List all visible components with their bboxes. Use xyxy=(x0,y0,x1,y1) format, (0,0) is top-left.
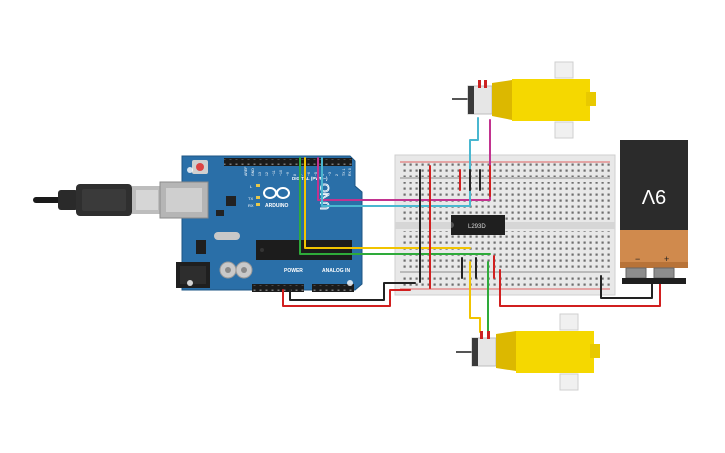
pin-label: ~9 xyxy=(286,172,290,176)
battery-label: 9V xyxy=(641,185,666,207)
battery-minus: − xyxy=(635,254,640,264)
analog-label: ANALOG IN xyxy=(322,268,350,274)
arduino-logo-text: ARDUINO xyxy=(265,203,288,209)
pin-label: 7 xyxy=(300,174,304,176)
arduino-logo: ARDUINO xyxy=(263,187,290,209)
pin-label: AREF xyxy=(244,167,248,176)
pin-label: 8 xyxy=(293,174,297,176)
power-label: POWER xyxy=(284,268,303,274)
ic-chip-icon[interactable]: L293D xyxy=(451,215,505,235)
breadboard-icon[interactable] xyxy=(394,154,616,296)
dc-motor-icon[interactable] xyxy=(456,313,600,391)
led-label-rx: RX xyxy=(248,203,254,208)
battery-icon[interactable]: 9V − + xyxy=(620,140,688,284)
pin-label: ~11 xyxy=(272,170,276,176)
battery-plus: + xyxy=(664,254,669,264)
pin-label: ~6 xyxy=(307,172,311,176)
pin-label: ~10 xyxy=(279,170,283,176)
pin-label: TX 1 xyxy=(342,169,346,176)
pin-label: ~5 xyxy=(314,172,318,176)
wires xyxy=(282,117,661,333)
pin-label: RX 0 xyxy=(348,168,352,176)
pin-label: ~3 xyxy=(328,172,332,176)
pin-label: 12 xyxy=(265,172,269,176)
digital-label: DIGITAL (PWM~) xyxy=(292,176,328,181)
pin-label: GND xyxy=(251,168,255,176)
pin-label: 13 xyxy=(258,172,262,176)
chip-label: L293D xyxy=(468,224,486,230)
dc-motor-icon[interactable] xyxy=(452,61,596,139)
arduino-board-icon[interactable]: AREF GND 13 12 ~11 ~10 ~9 8 7 ~6 ~5 4 ~3… xyxy=(159,155,363,292)
digital-pin-labels: AREF GND 13 12 ~11 ~10 ~9 8 7 ~6 ~5 4 ~3… xyxy=(244,167,352,176)
led-label-tx: TX xyxy=(248,196,253,201)
usb-cable-icon[interactable] xyxy=(33,184,162,216)
led-label-l: L xyxy=(250,184,253,189)
pin-label: 2 xyxy=(335,174,339,176)
